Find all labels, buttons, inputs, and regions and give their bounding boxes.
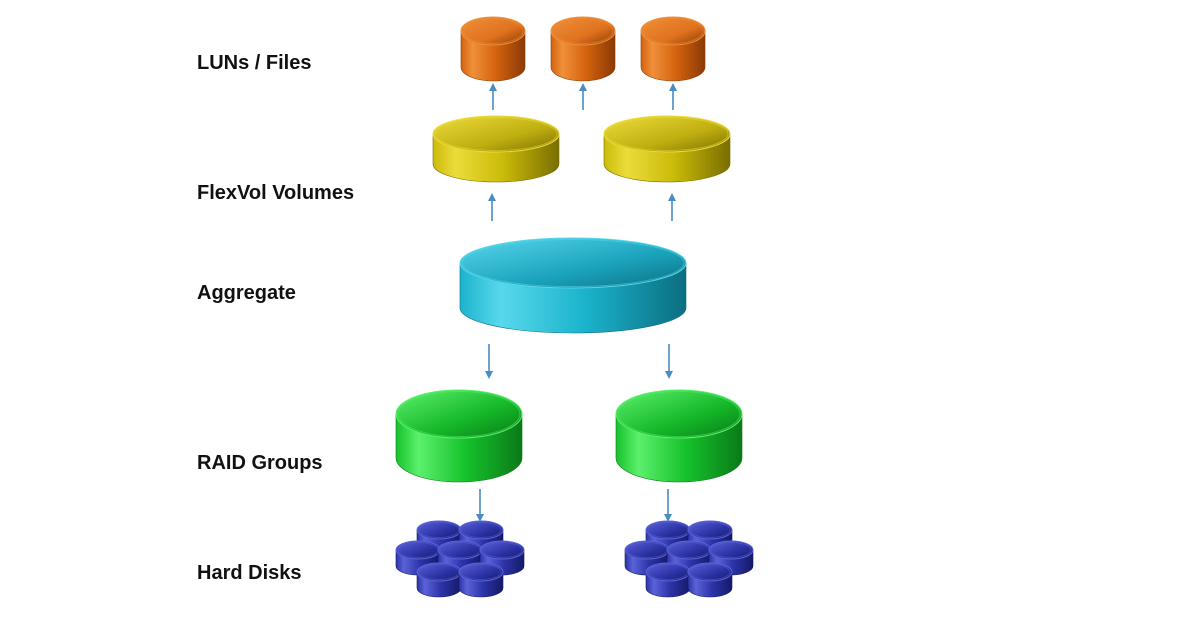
flexvol-cylinder-icon-2: [603, 115, 731, 183]
tier-label-flexvol-volumes: FlexVol Volumes: [197, 182, 355, 204]
lun-cylinder-icon-2: [550, 16, 616, 82]
hard-disk-cluster-icon-1: [395, 520, 525, 598]
tier-label-raid-groups: RAID Groups: [197, 452, 323, 474]
hard-disk-cluster-icon-1-disk-icon-7: [458, 562, 504, 598]
hard-disk-cluster-icon-1-disk-icon-6: [416, 562, 462, 598]
aggregate-cylinder-icon: [459, 237, 687, 334]
hard-disk-cluster-icon-2-disk-icon-7: [687, 562, 733, 598]
hard-disk-cluster-icon-2-disk-icon-6: [645, 562, 691, 598]
tier-label-aggregate: Aggregate: [197, 282, 296, 304]
lun-cylinder-icon-1: [460, 16, 526, 82]
tier-label-hard-disks: Hard Disks: [197, 562, 302, 584]
hard-disk-cluster-icon-2: [624, 520, 754, 598]
lun-cylinder-icon-3: [640, 16, 706, 82]
raid-group-cylinder-icon-1: [395, 389, 523, 483]
tier-label-luns-files: LUNs / Files: [197, 52, 312, 74]
raid-group-cylinder-icon-2: [615, 389, 743, 483]
flexvol-cylinder-icon-1: [432, 115, 560, 183]
